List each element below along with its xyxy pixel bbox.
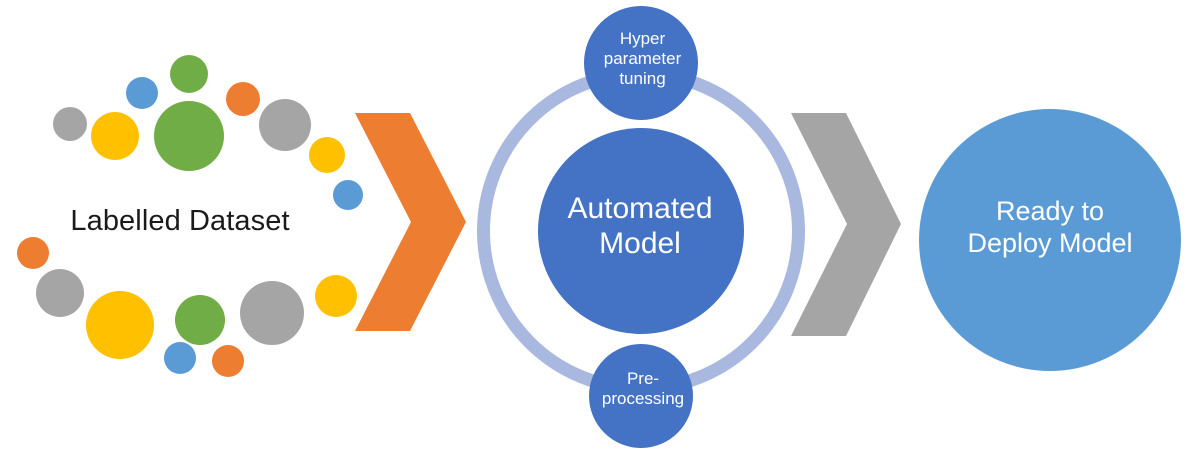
- dataset-dot-blue: [333, 180, 363, 210]
- dataset-dot-blue: [126, 77, 158, 109]
- dataset-dot-orange: [17, 237, 49, 269]
- chevron-right-icon-orange: [355, 113, 466, 331]
- dataset-dot-gray: [53, 107, 87, 141]
- dataset-dot-blue: [164, 342, 196, 374]
- ready-to-deploy-circle[interactable]: [919, 109, 1181, 371]
- dataset-dot-orange: [226, 82, 260, 116]
- dataset-dot-gray: [259, 99, 311, 151]
- pre-processing-circle[interactable]: [589, 344, 693, 448]
- labelled-dataset-dot-cluster: [17, 55, 363, 377]
- automated-model-group: [477, 6, 805, 448]
- dataset-dot-green: [170, 55, 208, 93]
- dataset-dot-orange: [212, 345, 244, 377]
- dataset-dot-gray: [240, 281, 304, 345]
- dataset-dot-yellow: [91, 112, 139, 160]
- dataset-dot-green: [154, 101, 224, 171]
- dataset-dot-green: [175, 295, 225, 345]
- dataset-dot-gray: [36, 269, 84, 317]
- dataset-dot-yellow: [309, 137, 345, 173]
- automated-model-circle[interactable]: [538, 128, 744, 334]
- dataset-dot-yellow: [315, 275, 357, 317]
- dataset-dot-yellow: [86, 291, 154, 359]
- chevron-right-icon-gray: [791, 113, 901, 336]
- ready-to-deploy-group: [919, 109, 1181, 371]
- hyperparameter-tuning-circle[interactable]: [584, 6, 698, 120]
